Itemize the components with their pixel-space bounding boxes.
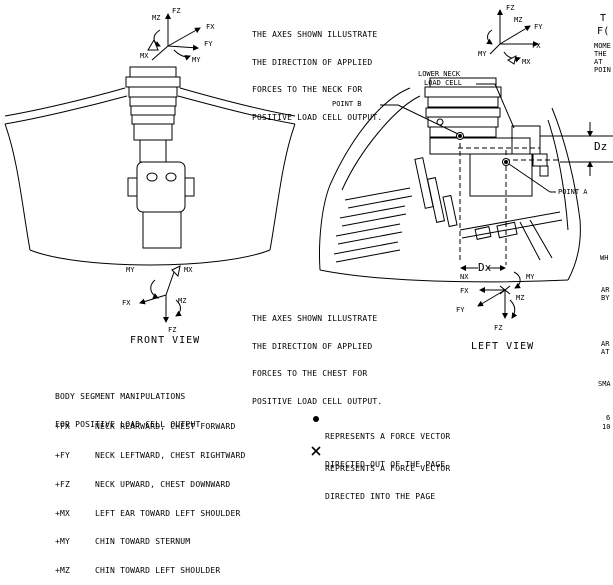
label-mx-left: MX	[522, 58, 531, 66]
right-cut-text-5: AT	[594, 58, 607, 66]
left-view-drawing	[319, 77, 581, 283]
dz-label: Dz	[594, 140, 608, 153]
front-chest-axes	[139, 265, 182, 323]
right-cut-text-8: AR	[601, 286, 610, 294]
label-my-left-bottom: MY	[526, 273, 535, 281]
legend-out-of-page: REPRESENTS A FORCE VECTOR DIRECTED OUT O…	[325, 432, 451, 469]
left-neck-axes	[486, 9, 539, 65]
label-fx-front-bottom: FX	[122, 299, 131, 307]
lower-neck-label-1: LOWER NECK	[418, 70, 461, 78]
point-markers	[380, 83, 556, 193]
right-cut-text-12: SMA	[598, 380, 611, 388]
dimension-dz	[540, 122, 613, 176]
label-fz-front: FZ	[172, 7, 180, 15]
label-mz-front: MZ	[152, 14, 160, 22]
into-page-symbol	[311, 446, 321, 456]
right-cut-text-13: 6	[606, 414, 611, 422]
point-a-label: POINT A	[558, 188, 588, 196]
label-fz-left-bottom: FZ	[494, 324, 502, 332]
label-my-left: MY	[478, 50, 487, 58]
out-of-page-symbol	[313, 416, 319, 422]
technical-drawing: FZ FX FY MX MY MZ MY MX FX MZ FZ FZ MZ F…	[4, 4, 613, 456]
right-cut-text-2: F(	[597, 26, 610, 37]
label-fy-left-bottom: FY	[456, 306, 465, 314]
right-cut-text-10: AR	[601, 340, 610, 348]
right-cut-text-4: THE	[594, 50, 607, 58]
right-cut-text-6: POIN	[594, 66, 611, 74]
neck-axes-note: THE AXES SHOWN ILLUSTRATE THE DIRECTION …	[252, 30, 383, 122]
right-cut-text-7: WH	[600, 254, 609, 262]
chest-axes-note: THE AXES SHOWN ILLUSTRATE THE DIRECTION …	[252, 314, 383, 406]
dx-label: Dx	[478, 261, 492, 274]
legend-into-page: REPRESENTS A FORCE VECTOR DIRECTED INTO …	[325, 464, 451, 501]
right-cut-text-3: MOME	[594, 42, 611, 50]
label-my-front-bottom: MY	[126, 266, 135, 274]
label-mz-left-bottom: MZ	[516, 294, 524, 302]
label-fz-front-bottom: FZ	[168, 326, 176, 334]
label-fy-front: FY	[204, 40, 213, 48]
right-cut-text-14: 10	[602, 423, 611, 431]
label-mz-front-bottom: MZ	[178, 297, 186, 305]
label-nx-left: NX	[460, 273, 469, 281]
label-mz-left: MZ	[514, 16, 522, 24]
diagram-stage: FZ FX FY MX MY MZ MY MX FX MZ FZ FZ MZ F…	[4, 4, 613, 575]
axis-labels: FZ FX FY MX MY MZ MY MX FX MZ FZ FZ MZ F…	[122, 4, 543, 334]
right-cut-text-9: BY	[601, 294, 610, 302]
front-view-label: FRONT VIEW	[130, 335, 201, 346]
front-view-drawing	[4, 66, 296, 266]
left-view-label: LEFT VIEW	[471, 341, 535, 352]
label-fz-left: FZ	[506, 4, 514, 12]
right-cut-text-11: AT	[601, 348, 610, 356]
label-mx-front: MX	[140, 52, 149, 60]
label-fy-left: FY	[534, 23, 543, 31]
label-fx-left-bottom: FX	[460, 287, 469, 295]
right-cut-text-1: T	[600, 13, 607, 24]
front-neck-axes	[147, 13, 201, 61]
lower-neck-label-2: LOAD CELL	[424, 79, 462, 87]
label-mx-front-bottom: MX	[184, 266, 193, 274]
label-my-front: MY	[192, 56, 201, 64]
label-fx-left: FX	[532, 42, 541, 50]
body-segment-title: BODY SEGMENT MANIPULATIONS FOR POSITIVE …	[55, 392, 201, 429]
left-chest-axes	[477, 271, 521, 319]
label-fx-front: FX	[206, 23, 215, 31]
point-b-label: POINT B	[332, 100, 362, 108]
